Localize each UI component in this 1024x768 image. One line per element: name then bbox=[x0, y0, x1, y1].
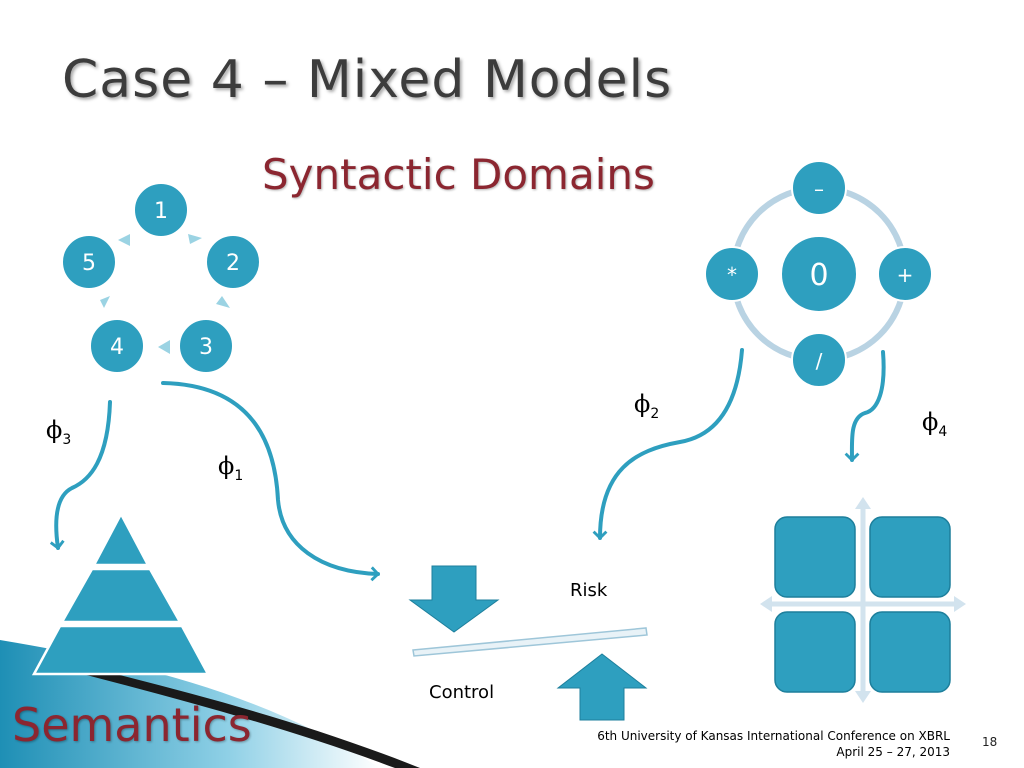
svg-text:2: 2 bbox=[226, 251, 240, 276]
balance-diagram bbox=[408, 565, 648, 721]
cycle-node-3: 3 bbox=[178, 318, 234, 374]
operator-node-center: 0 bbox=[780, 235, 858, 313]
phi3-arrow bbox=[49, 400, 112, 551]
operator-node-multiply: * bbox=[704, 246, 760, 302]
page-number: 18 bbox=[982, 735, 998, 749]
svg-text:1: 1 bbox=[154, 199, 168, 224]
svg-text:5: 5 bbox=[82, 251, 96, 276]
operator-node-plus: + bbox=[877, 246, 933, 302]
footer: 6th University of Kansas International C… bbox=[597, 728, 950, 760]
svg-text:4: 4 bbox=[110, 335, 124, 360]
svg-text:3: 3 bbox=[199, 335, 213, 360]
operator-diagram: 0 – + / * bbox=[704, 160, 933, 388]
footer-date: April 25 – 27, 2013 bbox=[836, 745, 950, 759]
cycle-diagram: 1 2 3 4 5 bbox=[61, 182, 261, 374]
svg-text:0: 0 bbox=[809, 258, 828, 293]
pyramid-middle bbox=[59, 567, 183, 624]
cycle-arrows bbox=[100, 234, 230, 354]
pyramid bbox=[31, 511, 211, 676]
svg-text:*: * bbox=[727, 263, 737, 287]
phi4-label: ϕ4 bbox=[922, 408, 948, 440]
control-label: Control bbox=[429, 682, 495, 703]
down-arrow-shape bbox=[408, 565, 500, 633]
operator-node-minus: – bbox=[791, 160, 847, 216]
semantics-label: Semantics bbox=[12, 698, 252, 752]
cycle-node-2: 2 bbox=[205, 234, 261, 290]
phi3-label: ϕ3 bbox=[46, 416, 72, 448]
swoosh-dark-line bbox=[60, 660, 420, 768]
cycle-node-4: 4 bbox=[89, 318, 145, 374]
svg-text:/: / bbox=[816, 349, 823, 373]
cycle-node-5: 5 bbox=[61, 234, 117, 290]
phi1-label: ϕ1 bbox=[218, 452, 244, 484]
balance-beam bbox=[412, 627, 648, 657]
risk-label: Risk bbox=[570, 580, 608, 601]
phi1-arrow bbox=[161, 381, 381, 582]
matrix-cell-top-left bbox=[774, 516, 856, 598]
phi2-arrow bbox=[592, 348, 744, 541]
cycle-node-1: 1 bbox=[133, 182, 189, 238]
matrix-diagram bbox=[760, 497, 966, 703]
pyramid-bottom bbox=[31, 624, 211, 676]
matrix-cell-top-right bbox=[869, 516, 951, 598]
operator-node-divide: / bbox=[791, 332, 847, 388]
slide-subtitle: Syntactic Domains bbox=[262, 150, 655, 199]
phi2-label: ϕ2 bbox=[634, 390, 660, 422]
phi4-arrow bbox=[844, 350, 886, 463]
slide-title: Case 4 – Mixed Models bbox=[62, 50, 673, 110]
footer-conference: 6th University of Kansas International C… bbox=[597, 729, 950, 743]
up-arrow-shape bbox=[556, 653, 648, 721]
svg-text:–: – bbox=[814, 177, 824, 201]
svg-text:+: + bbox=[897, 263, 914, 287]
mapping-arrows bbox=[49, 348, 886, 582]
matrix-cell-bottom-right bbox=[869, 611, 951, 693]
matrix-cell-bottom-left bbox=[774, 611, 856, 693]
